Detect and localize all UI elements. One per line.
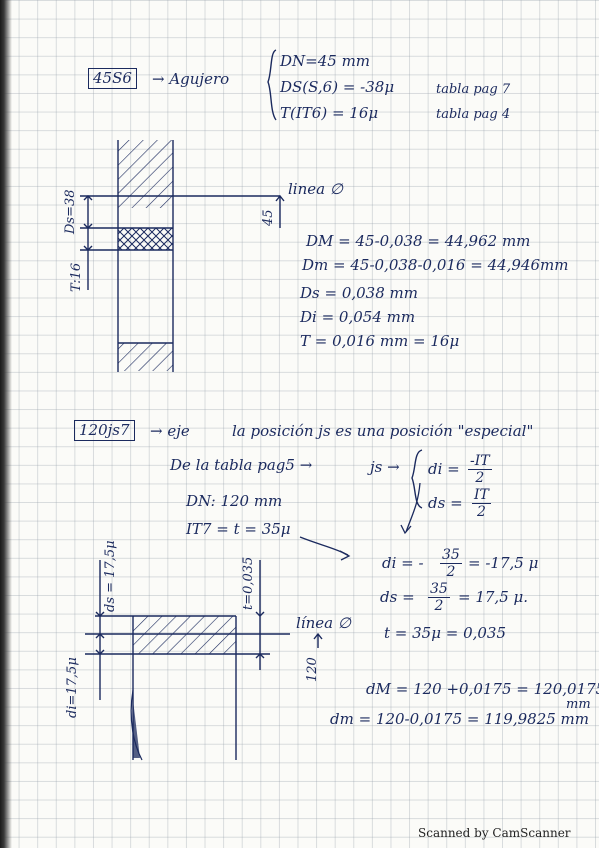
di-calc-prefix: di = - (382, 554, 424, 572)
table-ref-page-7: tabla pag 7 (436, 82, 511, 97)
di-calc-denominator: 2 (446, 564, 456, 580)
ds-formula-fraction: IT 2 (472, 488, 491, 519)
ds-formula-denominator: 2 (476, 504, 486, 520)
di-calc-result: = -17,5 μ (468, 554, 539, 572)
scan-edge-shadow (0, 0, 12, 848)
table-ref-page-5: De la tabla pag5 → (170, 456, 313, 474)
shaft-zero-line-label: línea ∅ (296, 614, 351, 632)
shaft-designation: 120js7 (79, 421, 130, 439)
shaft-max-diameter-calc: dM = 120 +0,0175 = 120,0175 (366, 680, 599, 698)
shaft-designation-box: 120js7 (74, 420, 135, 441)
brace (411, 449, 423, 509)
ds-formula-prefix: ds = (428, 494, 463, 512)
tolerance-it6: T(IT6) = 16μ (280, 104, 379, 122)
ds-calc-fraction: 35 2 (428, 582, 450, 613)
hole-diagram (80, 140, 285, 372)
dim-ds-17-5: ds = 17,5μ (103, 540, 118, 612)
di-formula-numerator: -IT (468, 453, 492, 470)
shaft-diagram (85, 560, 323, 761)
scanner-watermark: Scanned by CamScanner (418, 826, 571, 840)
di-calc-fraction: 35 2 (440, 548, 462, 579)
shaft-it7: IT7 = t = 35μ (186, 520, 291, 538)
dim-nominal-45: 45 (261, 209, 276, 226)
ds-calc-prefix: ds = (380, 588, 415, 606)
js-arrow: js → (370, 458, 400, 476)
dim-t-0-035: t=0,035 (241, 556, 256, 610)
ds-calc-denominator: 2 (434, 598, 444, 614)
ds-formula-numerator: IT (472, 487, 491, 504)
zero-line-label: linea ∅ (288, 180, 343, 198)
max-diameter-calc: DM = 45-0,038 = 44,962 mm (306, 232, 531, 250)
t-value: T = 0,016 mm = 16μ (300, 332, 460, 350)
shaft-min-diameter-calc: dm = 120-0,0175 = 119,9825 mm (330, 710, 590, 728)
js-description: la posición js es una posición "especial… (232, 422, 534, 440)
di-formula-denominator: 2 (475, 470, 485, 486)
di-formula-fraction: -IT 2 (468, 454, 492, 485)
shaft-type-label: → eje (150, 422, 190, 440)
shaft-max-unit: mm (566, 697, 591, 712)
dim-t-16: T:16 (69, 262, 84, 292)
note-arrow (299, 536, 349, 556)
hole-designation-box: 45S6 (88, 68, 137, 89)
hole-type-label: → Agujero (152, 70, 230, 88)
di-value: Di = 0,054 mm (300, 308, 416, 326)
dim-ds-38: Ds=38 (63, 189, 78, 234)
ds-value: Ds = 0,038 mm (300, 284, 418, 302)
nominal-diameter: DN=45 mm (280, 52, 371, 70)
di-formula-prefix: di = (428, 460, 460, 478)
hole-designation: 45S6 (93, 69, 132, 87)
table-ref-page-4: tabla pag 4 (436, 107, 511, 122)
dim-nominal-120: 120 (305, 657, 320, 682)
dim-di-17-5: di=17,5μ (65, 657, 80, 718)
min-diameter-calc: Dm = 45-0,038-0,016 = 44,946mm (302, 256, 569, 274)
t-calc: t = 35μ = 0,035 (384, 624, 507, 642)
ds-calc-result: = 17,5 μ. (458, 588, 529, 606)
ds-calc-numerator: 35 (428, 581, 450, 598)
upper-deviation: DS(S,6) = -38μ (280, 78, 395, 96)
di-calc-numerator: 35 (440, 547, 462, 564)
shaft-nominal-diameter: DN: 120 mm (186, 492, 283, 510)
